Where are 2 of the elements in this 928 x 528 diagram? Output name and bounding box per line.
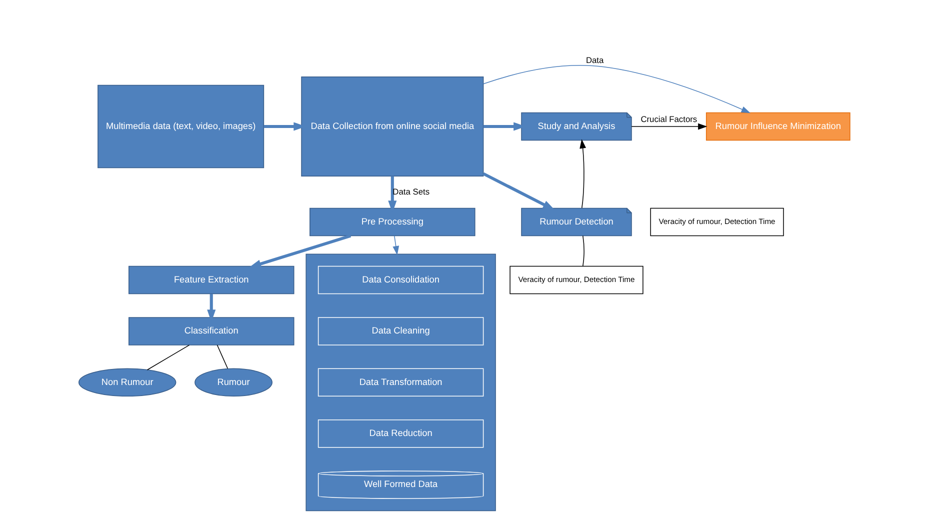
edge-label: Data <box>585 54 604 65</box>
edge-label: Crucial Factors <box>640 114 697 124</box>
